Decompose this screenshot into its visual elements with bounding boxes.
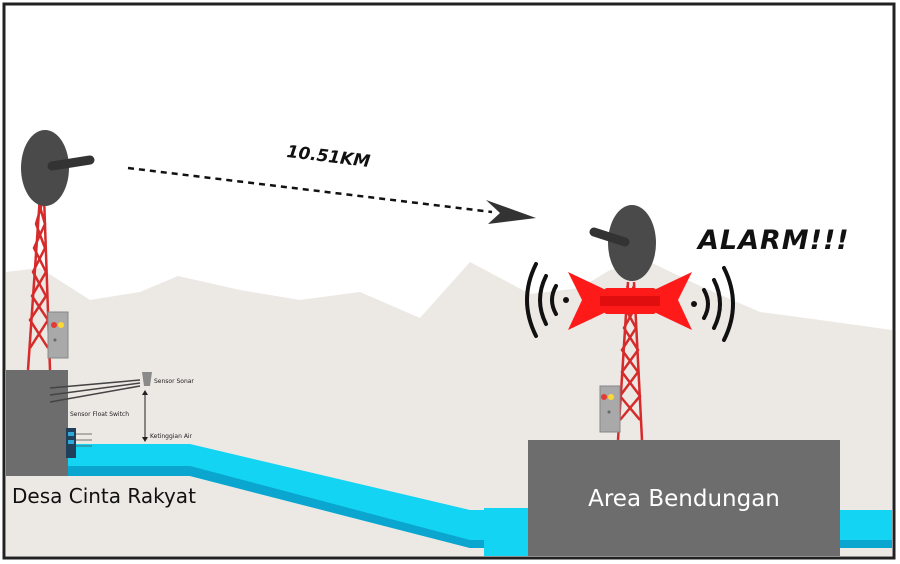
- float-switch: [66, 428, 92, 458]
- sonar-sensor-label: Sensor Sonar: [154, 378, 194, 385]
- transmission-arrow: [127, 166, 536, 224]
- village-building: [6, 370, 68, 476]
- dam-area-label: Area Bendungan: [588, 486, 780, 512]
- control-box-icon: [47, 311, 69, 359]
- water-level-label: Ketinggian Air: [150, 433, 193, 440]
- float-switch-label: Sensor Float Switch: [70, 411, 130, 418]
- satellite-dish-icon-dam: [589, 205, 656, 281]
- sonar-sensor-icon: [49, 372, 152, 442]
- control-box-icon-dam: [599, 385, 621, 433]
- sound-wave-icon: [525, 262, 735, 342]
- alarm-label: ALARM!!!: [698, 225, 850, 256]
- dam-building: [528, 440, 840, 556]
- siren-icon: [568, 272, 692, 330]
- satellite-dish-icon: [21, 130, 95, 206]
- village-label: Desa Cinta Rakyat: [12, 484, 196, 508]
